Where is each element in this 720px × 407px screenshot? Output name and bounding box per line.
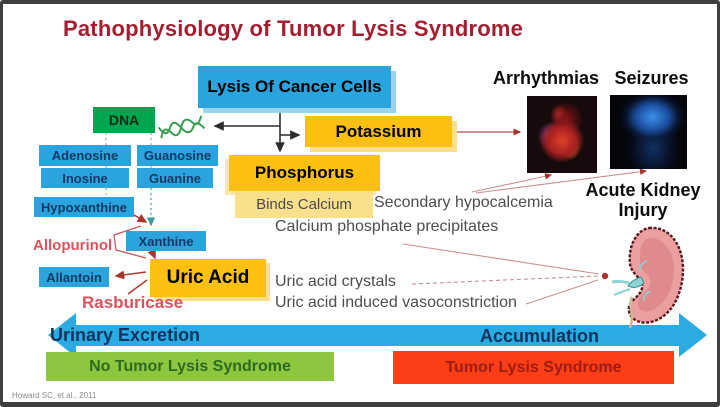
diagram-stage: Pathophysiology of Tumor Lysis Syndrome	[3, 4, 717, 402]
binds-calcium-box: Binds Calcium	[235, 191, 373, 218]
acute-kidney-injury-label: Acute Kidney Injury	[585, 180, 701, 220]
urinary-excretion-label: Urinary Excretion	[50, 325, 201, 345]
calcium-phosphate-note: Calcium phosphate precipitates	[275, 218, 499, 235]
no-tumor-lysis-syndrome-box: No Tumor Lysis Syndrome	[46, 352, 334, 381]
lysis-branch-connectors	[213, 108, 301, 153]
kidney-illustration	[599, 225, 691, 329]
citation-text: Howard SC, et al., 2011	[12, 391, 97, 400]
allopurinol-label: Allopurinol	[33, 237, 113, 254]
uric-acid-box: Uric Acid	[150, 259, 266, 297]
dna-helix-icon	[157, 115, 206, 139]
guanine-box: Guanine	[137, 168, 213, 188]
xanthine-box: Xanthine	[126, 231, 206, 251]
dna-box: DNA	[93, 107, 155, 133]
brain-image	[610, 95, 687, 169]
phosphorus-box: Phosphorus	[229, 155, 380, 191]
accumulation-label: Accumulation	[480, 326, 600, 346]
arrhythmias-label: Arrhythmias	[492, 68, 600, 88]
lysis-of-cancer-cells-box: Lysis Of Cancer Cells	[198, 66, 391, 108]
tumor-lysis-syndrome-box: Tumor Lysis Syndrome	[393, 351, 674, 384]
secondary-hypocalcemia-note: Secondary hypocalcemia	[374, 194, 553, 211]
hypoxanthine-box: Hypoxanthine	[34, 197, 134, 217]
guanosine-box: Guanosine	[137, 145, 218, 166]
uric-acid-crystals-note: Uric acid crystals	[275, 273, 396, 290]
potassium-box: Potassium	[305, 116, 452, 147]
rasburicase-label: Rasburicase	[82, 293, 184, 312]
page-title: Pathophysiology of Tumor Lysis Syndrome	[63, 16, 524, 41]
adenosine-box: Adenosine	[39, 145, 131, 166]
seizures-label: Seizures	[614, 68, 689, 88]
allantoin-box: Allantoin	[39, 267, 109, 287]
vasoconstriction-note: Uric acid induced vasoconstriction	[275, 294, 517, 311]
inosine-box: Inosine	[41, 168, 129, 188]
heart-image	[527, 96, 597, 173]
